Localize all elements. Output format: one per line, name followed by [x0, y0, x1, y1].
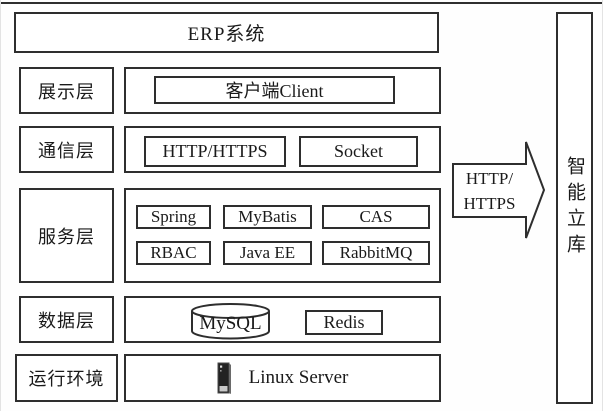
- block-arrow-right-icon: [452, 141, 546, 239]
- data-layer-text: 数据层: [38, 310, 95, 331]
- cas-box: CAS: [322, 205, 430, 229]
- runtime-layer-container: Linux Server: [124, 354, 441, 402]
- top-border-line: [1, 2, 602, 4]
- redis-label: Redis: [323, 312, 365, 332]
- layer-label-runtime: 运行环境: [15, 354, 118, 402]
- client-label: 客户端Client: [225, 81, 324, 101]
- rabbitmq-box: RabbitMQ: [322, 241, 430, 265]
- layer-label-service: 服务层: [19, 188, 114, 283]
- rbac-label: RBAC: [150, 243, 197, 262]
- smart-warehouse-panel: 智能立库: [556, 12, 593, 404]
- communication-layer-container: HTTP/HTTPS Socket: [124, 126, 441, 173]
- mybatis-label: MyBatis: [238, 207, 297, 226]
- rbac-box: RBAC: [136, 241, 211, 265]
- arrow-protocol-label: HTTP/ HTTPS: [453, 164, 526, 218]
- javaee-label: Java EE: [239, 243, 296, 262]
- client-box: 客户端Client: [154, 76, 395, 104]
- erp-system-title: ERP系统: [187, 24, 266, 45]
- database-cylinder-icon: [191, 303, 270, 340]
- erp-system-header-box: ERP系统: [14, 12, 439, 53]
- http-https-box: HTTP/HTTPS: [144, 136, 286, 167]
- socket-label: Socket: [334, 141, 383, 161]
- service-layer-container: Spring MyBatis CAS RBAC Java EE RabbitMQ: [124, 188, 441, 283]
- presentation-layer-text: 展示层: [38, 81, 95, 102]
- runtime-env-text: 运行环境: [28, 369, 105, 389]
- linux-server-group: Linux Server: [217, 362, 349, 395]
- layer-label-presentation: 展示层: [19, 67, 114, 114]
- mysql-label: MySQL: [199, 313, 262, 334]
- mybatis-box: MyBatis: [223, 205, 312, 229]
- arrow-label-line1: HTTP/: [465, 169, 514, 188]
- arrow-label-line2: HTTPS: [463, 194, 516, 213]
- javaee-box: Java EE: [223, 241, 312, 265]
- service-layer-text: 服务层: [38, 226, 95, 247]
- spring-box: Spring: [136, 205, 211, 229]
- redis-box: Redis: [305, 310, 383, 335]
- smart-warehouse-label: 智能立库: [564, 156, 585, 260]
- server-tower-icon: [217, 362, 231, 394]
- layer-label-communication: 通信层: [19, 126, 114, 173]
- presentation-layer-container: 客户端Client: [124, 67, 441, 114]
- socket-box: Socket: [299, 136, 418, 167]
- spring-label: Spring: [150, 207, 197, 226]
- communication-layer-text: 通信层: [38, 140, 95, 161]
- data-layer-container: MySQL Redis: [124, 296, 441, 343]
- http-https-label: HTTP/HTTPS: [162, 141, 268, 161]
- layer-label-data: 数据层: [19, 296, 114, 343]
- cas-label: CAS: [359, 207, 393, 226]
- mysql-database-icon: MySQL: [190, 302, 271, 340]
- rabbitmq-label: RabbitMQ: [339, 243, 413, 262]
- linux-server-label: Linux Server: [248, 367, 349, 388]
